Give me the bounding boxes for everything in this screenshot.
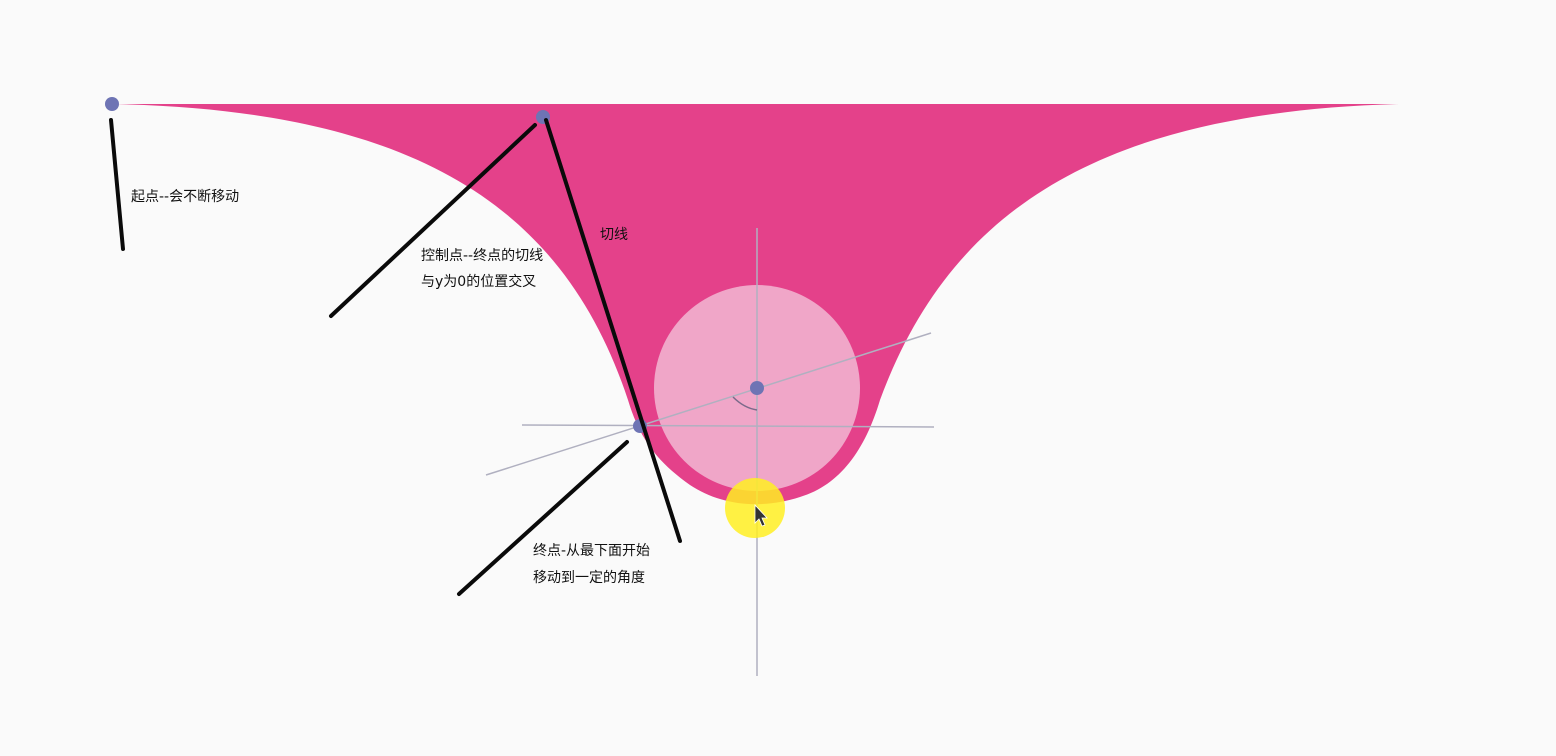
label-start-point: 起点--会不断移动: [131, 189, 239, 205]
pen-line-end: [457, 440, 629, 596]
angle-arc: [732, 396, 758, 411]
label-control-point-2: 与y为0的位置交叉: [421, 273, 536, 290]
pen-line-start: [109, 118, 125, 251]
label-control-point-1: 控制点--终点的切线: [421, 248, 543, 264]
start-point[interactable]: [105, 97, 119, 111]
label-end-point-2: 移动到一定的角度: [533, 570, 645, 586]
pen-line-tangent: [544, 118, 682, 543]
pen-line-control: [329, 123, 537, 318]
radius-guide-line: [485, 332, 932, 476]
horizontal-guide-line: [521, 424, 935, 428]
label-tangent: 切线: [600, 227, 628, 243]
center-point[interactable]: [750, 381, 764, 395]
mouse-pointer-icon: [754, 503, 768, 527]
label-end-point-1: 终点-从最下面开始: [533, 543, 650, 559]
